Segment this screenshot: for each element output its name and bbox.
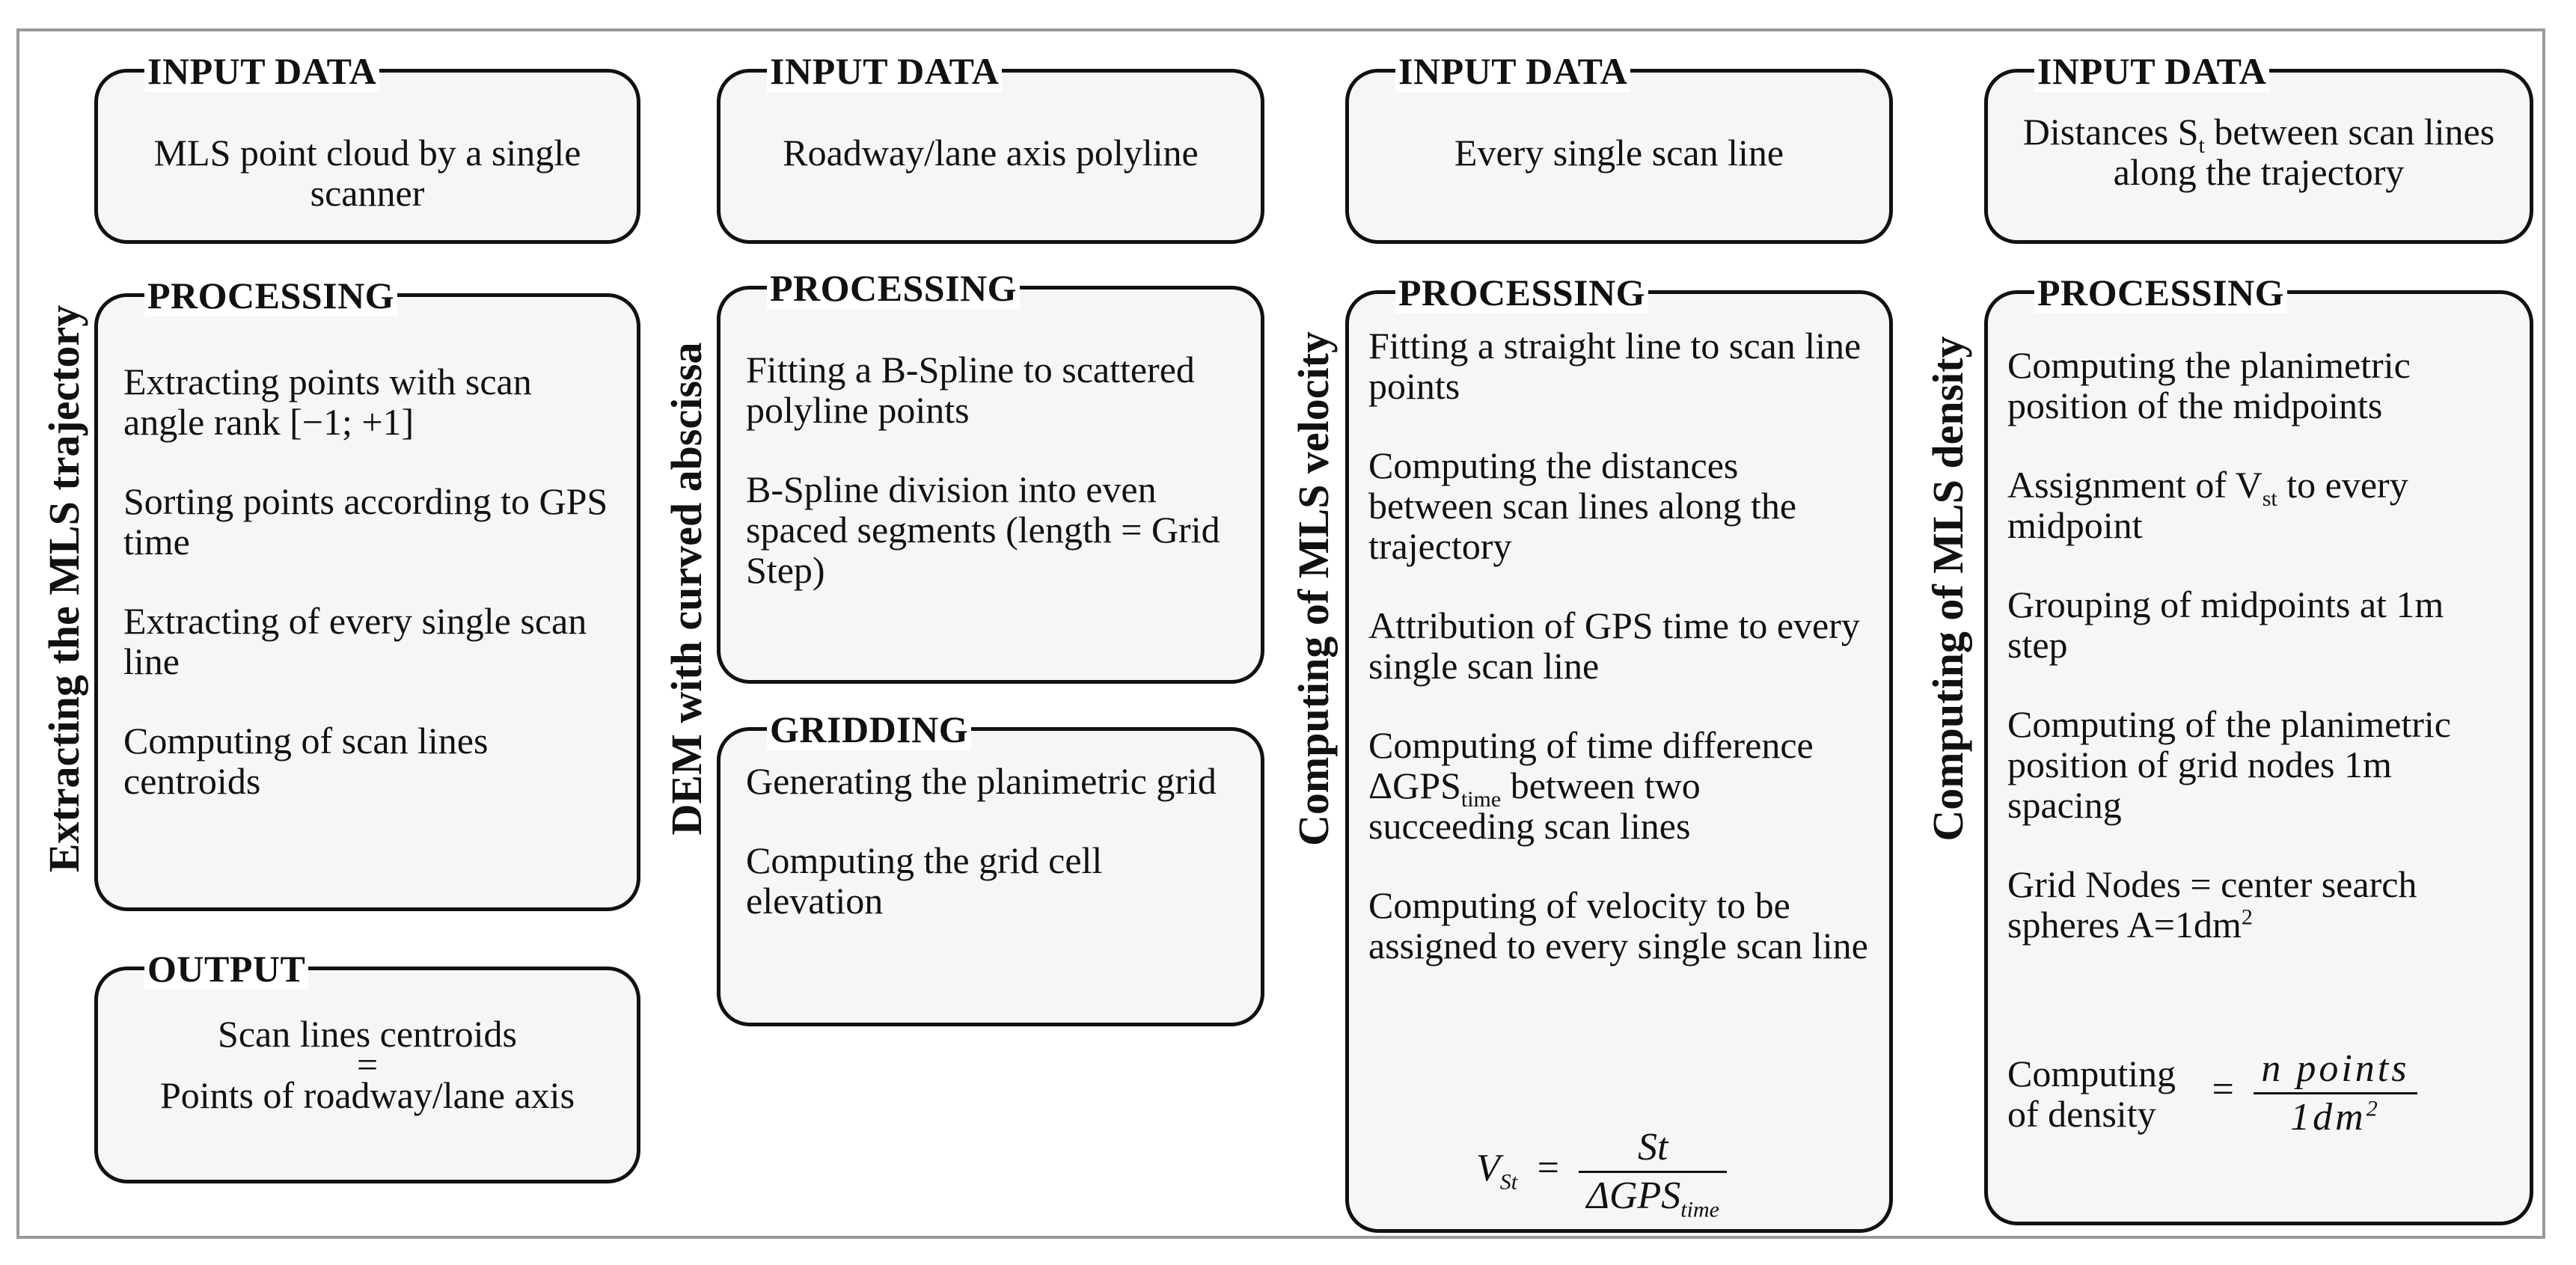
col4-input-sub: t (2198, 133, 2205, 158)
col1-processing-header: PROCESSING (144, 275, 398, 316)
col4-processing-header: PROCESSING (2034, 272, 2288, 313)
col3-processing-item: Attribution of GPS time to every single … (1368, 604, 1860, 687)
col4-processing-item: Assignment of Vst to every midpoint (2007, 464, 2408, 546)
formula-numerator: n points (2254, 1046, 2417, 1094)
col3-processing-item: Computing the distances between scan lin… (1368, 444, 1797, 567)
col4-processing-item: Grouping of midpoints at 1m step (2007, 584, 2444, 666)
col1-processing-item: Extracting of every single scan line (123, 600, 587, 682)
col4-input-text: Distances St between scan lines along th… (2022, 111, 2495, 193)
col1-output-box: OUTPUT Scan lines centroids = Points of … (94, 948, 640, 1183)
col2-processing-list: Fitting a B-Spline to scattered polyline… (746, 349, 1243, 629)
col1-processing-list: Extracting points with scan angle rank [… (123, 361, 619, 840)
formula-equals: = (2212, 1068, 2234, 1111)
col2-gridding-header: GRIDDING (767, 708, 972, 750)
col4-item5-sup: 2 (2241, 904, 2253, 930)
col3-processing-header: PROCESSING (1395, 272, 1649, 313)
density-formula-label: Computing of density (2007, 1052, 2176, 1135)
column-1-label: Extracting the MLS trajectory (40, 304, 88, 873)
col1-input-header: INPUT DATA (144, 50, 380, 92)
col1-input-box: INPUT DATA MLS point cloud by a single s… (94, 50, 640, 244)
col3-processing-list: Fitting a straight line to scan line poi… (1368, 325, 1871, 966)
col3-processing-item: Fitting a straight line to scan line poi… (1368, 325, 1861, 407)
col3-processing-item: Computing of velocity to be assigned to … (1368, 884, 1868, 967)
diagram-frame: Extracting the MLS trajectory INPUT DATA… (16, 28, 2545, 1239)
col1-output-text: Scan lines centroids = Points of roadway… (107, 1014, 628, 1115)
col1-output-equals: = (356, 1044, 379, 1085)
col2-input-box: INPUT DATA Roadway/lane axis polyline (717, 50, 1264, 244)
col1-output-line1: Scan lines centroids (218, 1013, 517, 1055)
col2-gridding-list: Generating the planimetric grid Computin… (746, 761, 1243, 960)
col3-input-header: INPUT DATA (1395, 50, 1631, 92)
col1-processing-box: PROCESSING Extracting points with scan a… (94, 275, 640, 911)
col4-processing-box: PROCESSING Computing the planimetric pos… (1984, 272, 2533, 1225)
col2-input-text: Roadway/lane axis polyline (783, 132, 1199, 174)
col4-processing-list: Computing the planimetric position of th… (2007, 345, 2512, 984)
col2-processing-header: PROCESSING (767, 267, 1021, 309)
formula-numerator: St (1579, 1124, 1727, 1173)
density-formula: Computing of density = n points 1dm2 (2007, 1046, 2417, 1141)
col3-processing-box: PROCESSING Fitting a straight line to sc… (1345, 272, 1893, 1233)
col4-processing-item: Grid Nodes = center search spheres A=1dm… (2007, 863, 2417, 946)
col4-input-box: INPUT DATA Distances St between scan lin… (1984, 50, 2533, 244)
column-4-label: Computing of MLS density (1924, 336, 1972, 842)
col2-processing-item: Fitting a B-Spline to scattered polyline… (746, 349, 1195, 431)
col3-input-text: Every single scan line (1454, 132, 1784, 174)
col3-processing-item: Computing of time difference ΔGPStime be… (1368, 725, 1871, 846)
formula-fraction: St ΔGPStime (1579, 1124, 1727, 1222)
col1-processing-item: Computing of scan lines centroids (123, 720, 489, 802)
formula-lhs: VSt (1476, 1146, 1518, 1195)
col1-processing-item: Extracting points with scan angle rank [… (123, 361, 532, 443)
col1-processing-item: Sorting points according to GPS time (123, 480, 608, 563)
col4-item2-sub: st (2262, 486, 2277, 511)
formula-equals: = (1537, 1146, 1559, 1189)
formula-denominator: ΔGPStime (1586, 1174, 1719, 1222)
col1-output-header: OUTPUT (144, 948, 309, 990)
column-3-label: Computing of MLS velocity (1289, 331, 1338, 846)
col2-gridding-item: Generating the planimetric grid (746, 760, 1217, 802)
column-2-label: DEM with curved abscissa (662, 342, 711, 836)
col2-processing-box: PROCESSING Fitting a B-Spline to scatter… (717, 267, 1264, 684)
col3-item4-text: Computing of time difference ΔGPS (1368, 724, 1814, 806)
col4-processing-item: Computing of the planimetric position of… (2007, 703, 2451, 826)
formula-fraction: n points 1dm2 (2254, 1046, 2417, 1141)
velocity-formula: VSt = St ΔGPStime (1476, 1124, 1727, 1222)
col4-processing-item: Computing the planimetric position of th… (2007, 344, 2411, 426)
col3-input-box: INPUT DATA Every single scan line (1345, 50, 1893, 244)
col2-gridding-item: Computing the grid cell elevation (746, 839, 1103, 922)
col2-processing-item: B-Spline division into even spaced segme… (746, 468, 1220, 591)
col4-input-header: INPUT DATA (2034, 50, 2270, 92)
col2-gridding-box: GRIDDING Generating the planimetric grid… (717, 708, 1264, 1026)
col3-item4-text-end: between two succeeding scan lines (1368, 765, 1701, 847)
col1-input-text: MLS point cloud by a single scanner (153, 132, 581, 214)
formula-denominator: 1dm2 (2290, 1096, 2381, 1139)
col1-output-line3: Points of roadway/lane axis (159, 1074, 575, 1116)
col2-input-header: INPUT DATA (767, 50, 1003, 92)
